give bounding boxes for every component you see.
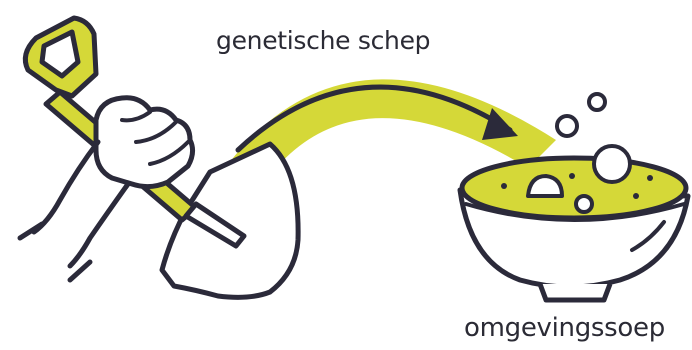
floating-ball-large [594, 146, 630, 182]
floating-ball-small [576, 196, 592, 212]
label-environment-soup: omgevingssoep [464, 313, 665, 343]
label-genetic-shovel: genetische schep [216, 26, 430, 55]
soup-dot-1 [501, 183, 507, 189]
soup-dot-3 [633, 193, 639, 199]
bubble-small-top [589, 94, 605, 110]
bowl-base [540, 284, 610, 300]
soup-surface [462, 158, 686, 218]
hand-holding-shovel-icon [20, 18, 298, 297]
floating-ball-left [528, 176, 562, 196]
soup-dot-4 [647, 175, 653, 181]
bubble-medium [557, 116, 577, 136]
soup-dot-2 [569, 173, 575, 179]
